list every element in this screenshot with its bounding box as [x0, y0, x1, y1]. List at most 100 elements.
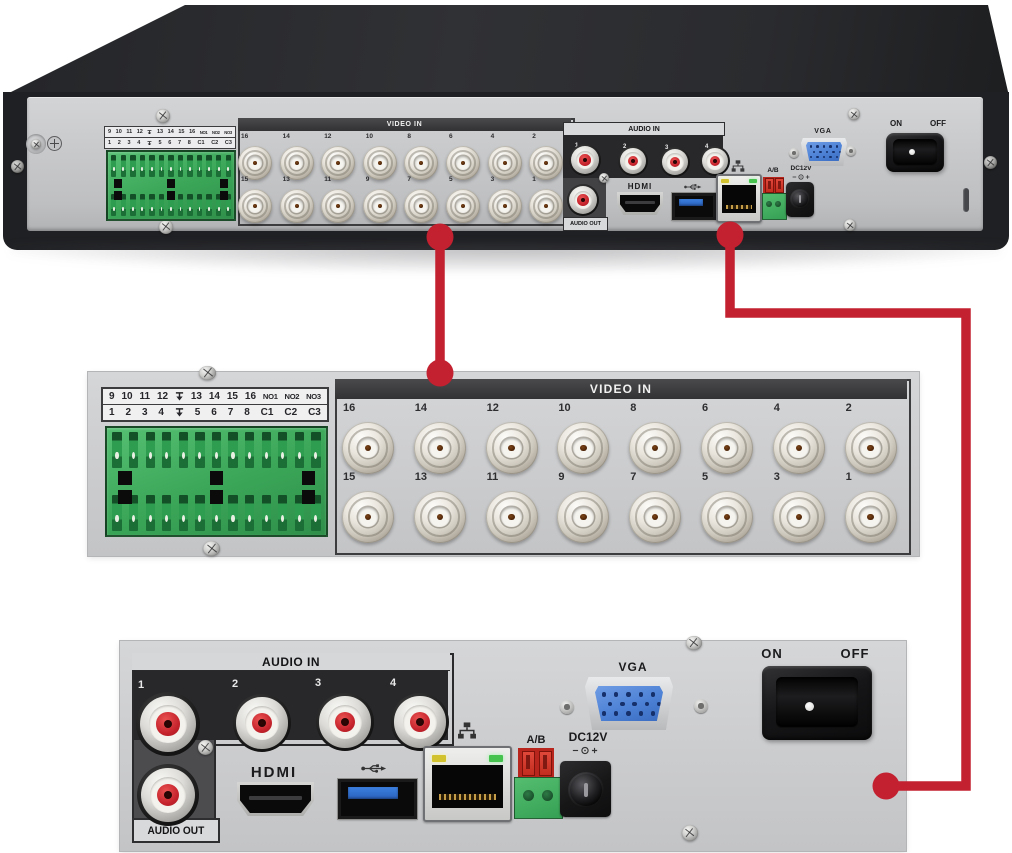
contact-square — [117, 490, 132, 504]
bnc-center-pin — [419, 203, 424, 209]
terminal-label: NO3 — [306, 392, 321, 401]
bnc-center-pin — [652, 444, 659, 452]
bnc-center-pin — [294, 160, 299, 166]
bnc-number: 13 — [414, 471, 428, 483]
bnc-number: 10 — [558, 402, 571, 414]
terminal-label: 4 — [158, 407, 164, 418]
bnc-center-pin — [252, 203, 258, 209]
vga-pin-hole — [638, 711, 643, 716]
rca-center-hole — [630, 158, 636, 164]
terminal-pin — [162, 432, 172, 468]
terminal-label: 9 — [108, 129, 112, 135]
power-on-label-detail: ON — [755, 646, 789, 661]
rca-number: 3 — [315, 677, 322, 689]
power-switch — [886, 133, 944, 172]
terminal-pin — [168, 154, 174, 177]
terminal-label: 11 — [126, 129, 133, 135]
terminal-label: NO2 — [284, 392, 300, 401]
bnc-number: 8 — [407, 133, 412, 140]
rca-center-hole — [340, 717, 350, 727]
terminal-label: 3 — [127, 140, 131, 146]
audio-out-label: AUDIO OUT — [147, 824, 205, 837]
bnc-connector — [362, 146, 397, 180]
terminal-pin — [168, 194, 174, 217]
terminal-label: 8 — [244, 407, 250, 418]
bnc-connector — [557, 422, 610, 474]
off-label-text: OFF — [840, 646, 870, 661]
bnc-connector — [529, 146, 564, 180]
rca-jack — [569, 144, 601, 176]
bnc-number: 16 — [241, 133, 249, 140]
rca-center-hole — [257, 718, 267, 728]
terminal-label: C2 — [284, 407, 298, 418]
power-switch-detail — [762, 666, 872, 740]
vga-pin-hole — [614, 711, 619, 716]
terminal-label: C3 — [224, 140, 232, 146]
vga-screw-post — [789, 148, 799, 158]
bnc-center-pin — [508, 444, 515, 452]
bnc-connector — [362, 189, 397, 223]
power-off-label: OFF — [924, 118, 952, 128]
bnc-connector — [629, 422, 682, 474]
hdmi-label-detail: HDMI — [233, 764, 315, 781]
contact-square — [117, 470, 132, 485]
lock-slot-icon — [963, 188, 969, 212]
rca-number: 2 — [232, 678, 239, 690]
bnc-connector — [321, 146, 356, 180]
vga-pin-hole — [632, 701, 637, 707]
vga-label-text: VGA — [618, 660, 648, 674]
screw-icon — [31, 139, 41, 149]
bnc-number: 12 — [324, 133, 332, 140]
vga-pin-hole — [656, 701, 662, 707]
alarm-terminal-block — [106, 150, 236, 221]
rca-center-hole — [163, 719, 173, 729]
contact-square — [167, 178, 176, 188]
dc-polarity-icon — [792, 174, 810, 180]
earth-ground-icon — [175, 408, 184, 417]
terminal-pin — [294, 432, 304, 468]
screw-icon — [203, 541, 220, 556]
terminal-label: 14 — [167, 129, 174, 135]
terminal-label: 3 — [141, 407, 148, 418]
hdmi-label-text: HDMI — [627, 181, 653, 191]
rca-center-hole — [582, 157, 588, 163]
bnc-center-pin — [436, 444, 443, 452]
terminal-pin — [177, 194, 184, 217]
bnc-center-pin — [436, 513, 443, 521]
terminal-label: C1 — [260, 407, 274, 418]
bnc-connector — [485, 422, 538, 474]
vga-pin-hole — [816, 145, 819, 148]
contact-square — [114, 178, 123, 188]
chassis-top-face — [3, 5, 1009, 96]
screw-icon — [682, 825, 698, 841]
vga-pin-hole — [626, 711, 631, 716]
vga-screw-post — [846, 146, 856, 156]
terminal-pin — [149, 194, 155, 217]
rca-center-hole — [163, 790, 173, 800]
bnc-center-pin — [652, 513, 659, 521]
bnc-number: 15 — [343, 471, 356, 483]
terminal-pin — [294, 495, 304, 531]
vga-pin-hole — [816, 155, 819, 159]
rca-jack — [137, 764, 199, 826]
bnc-connector — [404, 146, 439, 180]
terminal-pin — [228, 432, 238, 468]
bnc-connector — [279, 146, 314, 180]
vga-pin-hole — [626, 692, 631, 697]
terminal-label: 13 — [190, 391, 202, 402]
vga-pin-hole — [822, 155, 826, 159]
bnc-connector — [321, 189, 356, 223]
rca-center-hole — [415, 717, 425, 727]
network-nodes-icon — [457, 722, 477, 739]
bnc-number: 7 — [630, 471, 637, 483]
terminal-pin — [112, 432, 122, 468]
bnc-number: 13 — [282, 176, 290, 183]
terminal-pin — [111, 194, 117, 217]
bnc-number: 16 — [343, 402, 356, 414]
bnc-center-pin — [377, 203, 382, 209]
contact-square — [209, 490, 224, 504]
terminal-pin — [215, 154, 222, 177]
terminal-pin — [278, 432, 288, 468]
